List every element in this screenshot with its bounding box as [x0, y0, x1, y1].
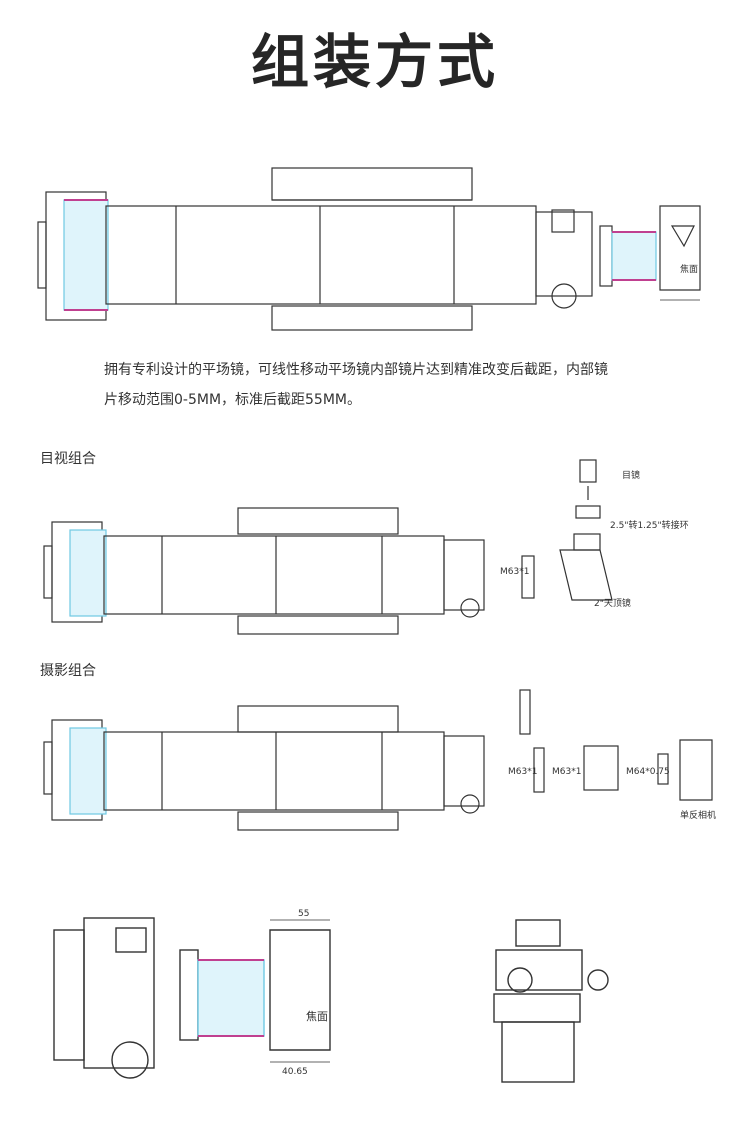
page-title: 组装方式	[250, 28, 499, 96]
eyepiece-label: 目镜	[622, 469, 640, 481]
diagonal-label: 2"天顶镜	[594, 597, 631, 609]
flattener-detail-drawing: 55 40.65 焦面	[53, 909, 609, 1083]
visual-section-heading: 目视组合	[40, 451, 96, 467]
focuser-body	[495, 949, 583, 991]
description-line-1: 拥有专利设计的平场镜，可线性移动平场镜内部镜片达到精准改变后截距，内部镜	[104, 362, 608, 378]
focus-plane-label: 焦面	[680, 263, 698, 275]
photo-adapter-2	[533, 747, 545, 793]
objective-lens	[63, 199, 109, 311]
focuser-drawtube	[501, 1021, 575, 1083]
visual-objective-lens	[69, 529, 107, 617]
detail-focus-label: 焦面	[306, 1010, 328, 1023]
photo-main-tube	[103, 731, 445, 811]
mounting-rings	[271, 305, 473, 331]
scope-assembly-diagram: 焦面	[37, 167, 701, 331]
detail-dim-bottom: 40.65	[282, 1067, 308, 1077]
camera-body	[659, 205, 701, 291]
description-line-2: 片移动范围0-5MM，标准后截距55MM。	[104, 392, 361, 408]
eyepiece	[579, 459, 597, 483]
photo-objective-lens	[69, 727, 107, 815]
photo-flattener	[583, 745, 619, 791]
detail-focus-knob	[111, 1041, 149, 1079]
photo-thread-label-1: M63*1	[508, 767, 537, 777]
t-ring	[657, 753, 669, 785]
dew-shield-cap	[37, 221, 47, 289]
dslr-camera	[679, 739, 713, 801]
detail-camera	[269, 929, 331, 1051]
visual-thread-label: M63*1	[500, 567, 529, 577]
photo-thread-label-2: M63*1	[552, 767, 581, 777]
visual-assembly-diagram: 目镜 2.5"转1.25"转接环 2"天顶镜 M63*1	[43, 459, 689, 635]
eyepiece-adapter	[575, 505, 601, 519]
photo-adapter-1	[519, 689, 531, 735]
camera-label: 单反相机	[680, 809, 716, 821]
focuser	[535, 211, 593, 297]
description: 拥有专利设计的平场镜，可线性移动平场镜内部镜片达到精准改变后截距，内部镜 片移动…	[104, 355, 664, 415]
main-tube	[105, 205, 537, 305]
adapter-label: 2.5"转1.25"转接环	[610, 519, 689, 531]
detail-flattener-lens	[197, 959, 265, 1037]
visual-main-tube	[103, 535, 445, 615]
visual-adapter	[521, 555, 535, 599]
photo-section-heading: 摄影组合	[40, 663, 96, 679]
photo-thread-label-3: M64*0.75	[626, 767, 670, 777]
star-diagonal	[559, 549, 613, 601]
focuser-top	[515, 919, 561, 947]
carry-handle	[271, 167, 473, 201]
detail-dim-top: 55	[298, 909, 309, 919]
photo-assembly-diagram: M63*1 M63*1 M64*0.75 单反相机	[43, 689, 716, 831]
focus-knob	[551, 283, 577, 309]
field-flattener-lens	[611, 231, 657, 281]
